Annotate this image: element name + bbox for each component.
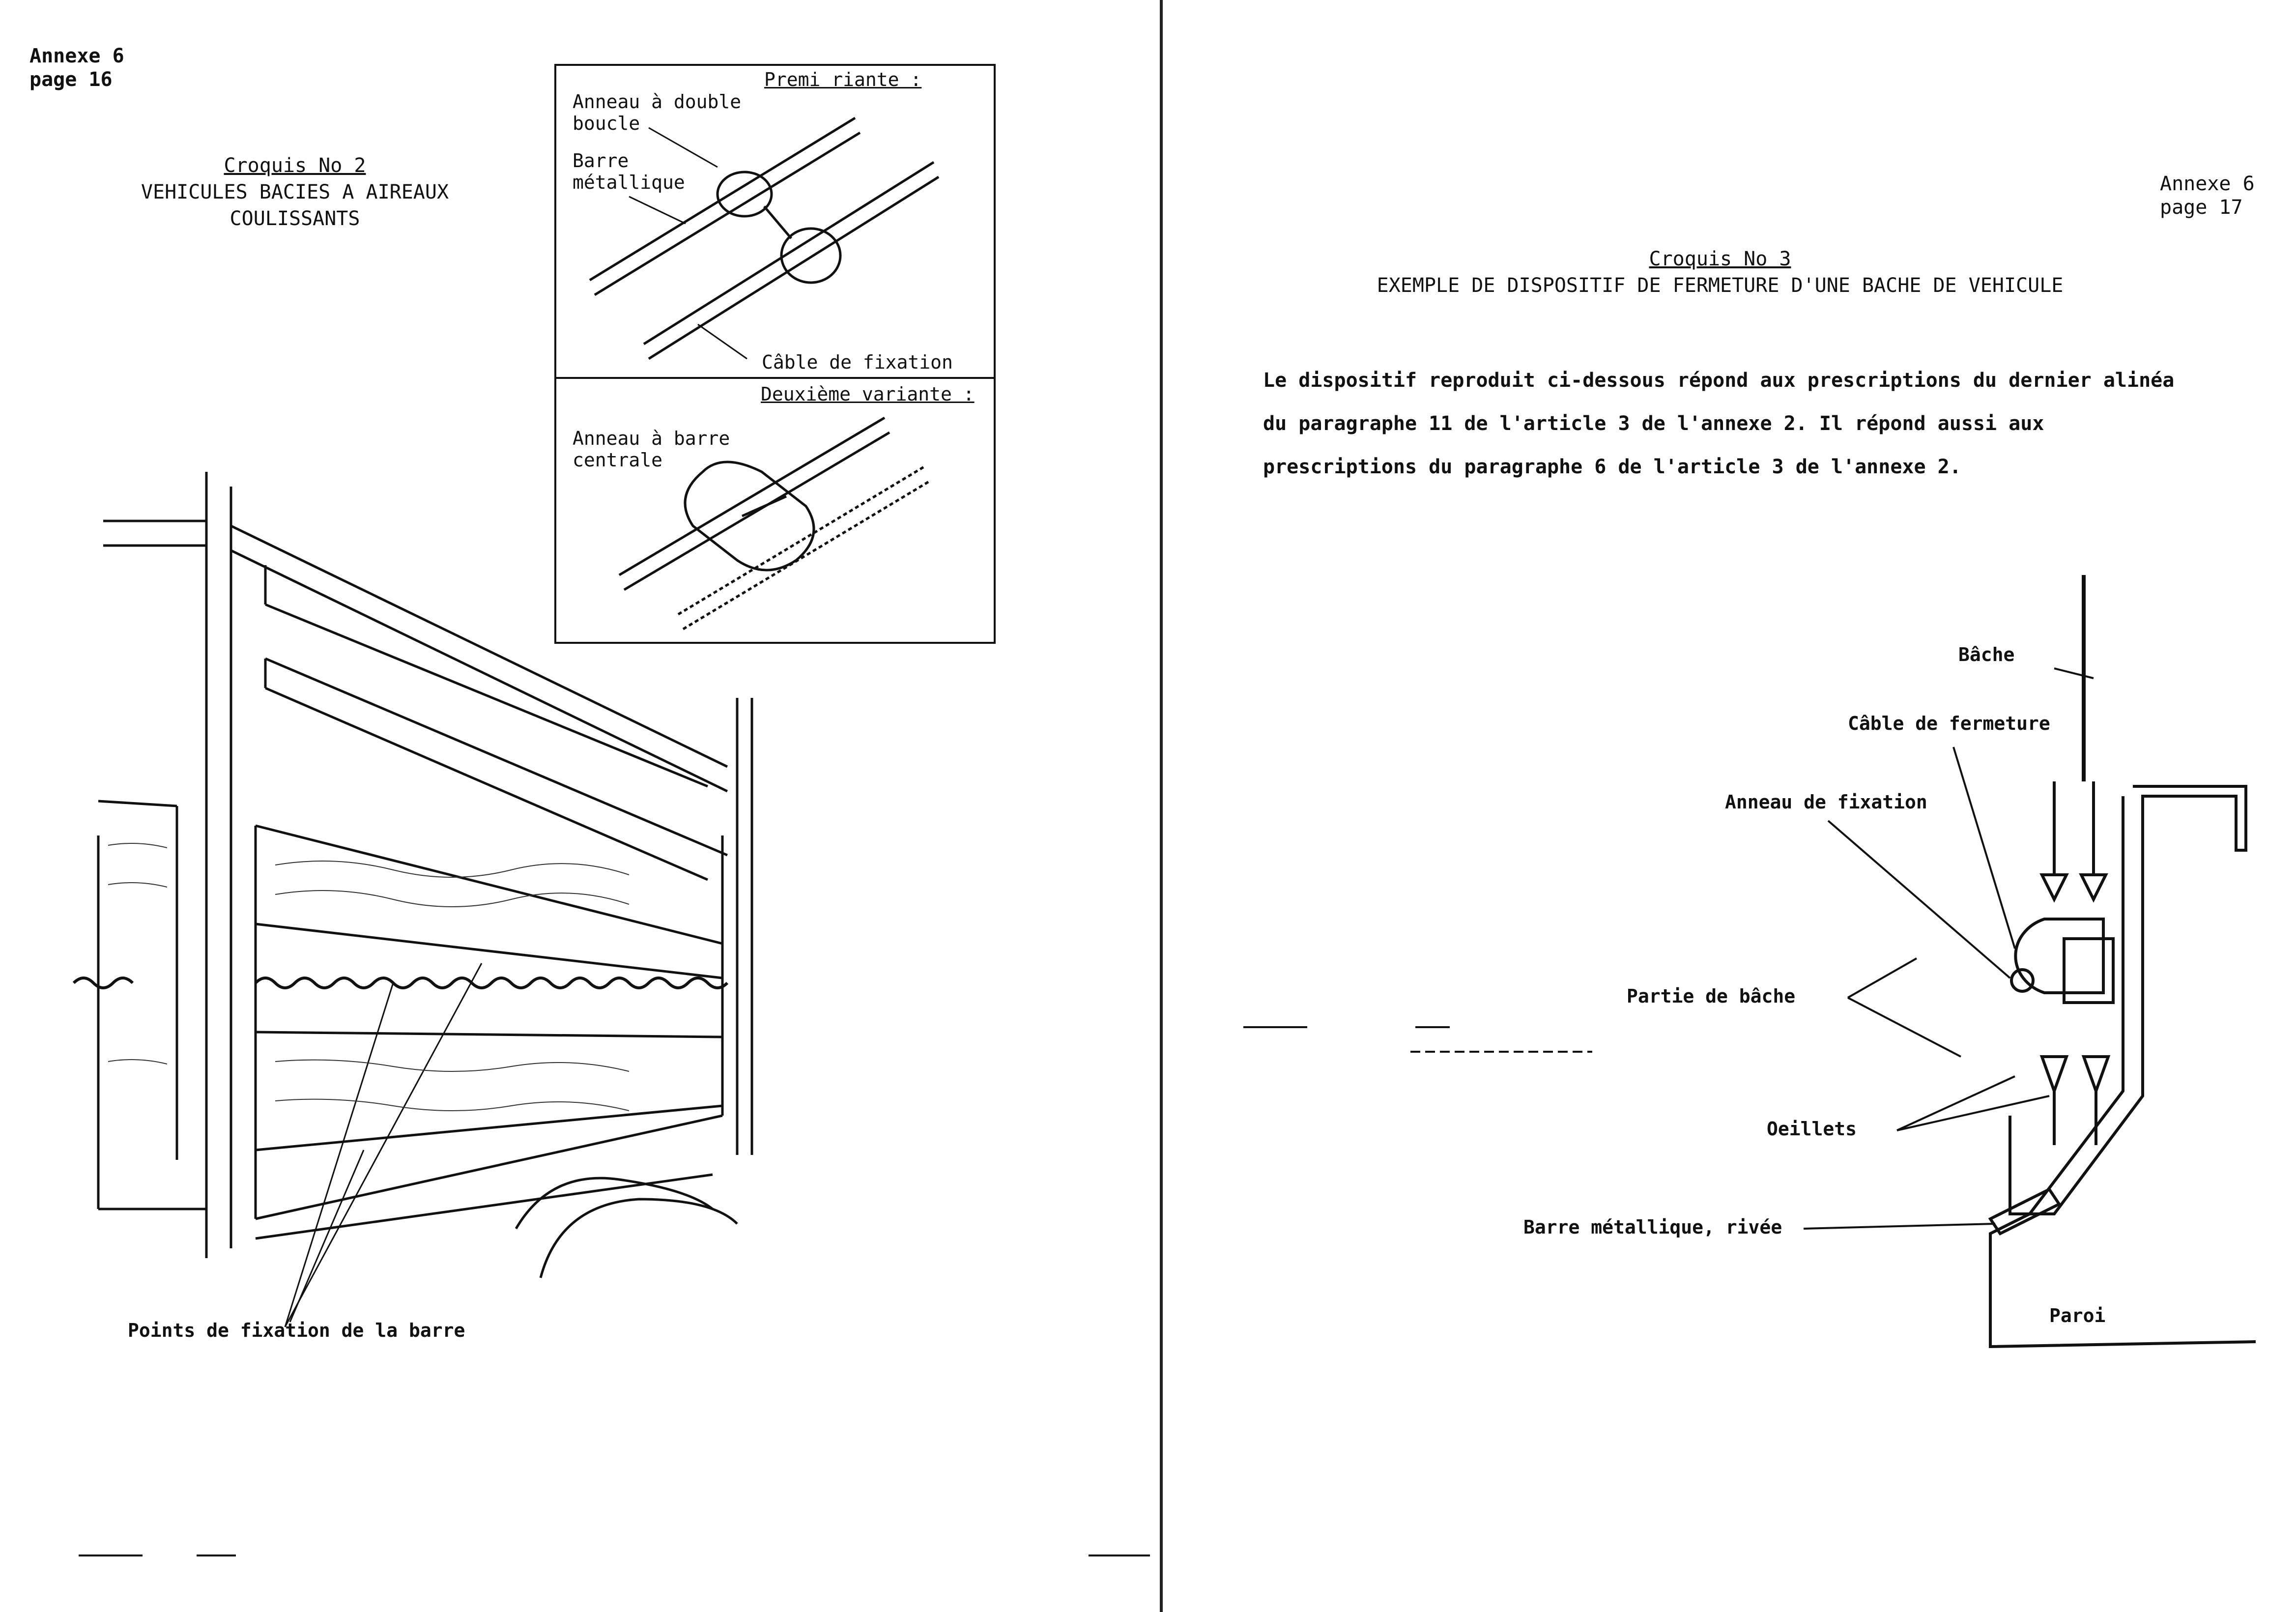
page-gutter	[1160, 0, 1163, 1612]
fixation-points-label: Points de fixation de la barre	[128, 1320, 465, 1341]
right-sketch-title-block: Croquis No 3 EXEMPLE DE DISPOSITIF DE FE…	[1376, 246, 2064, 299]
double-ring-label: Anneau à double boucle	[573, 91, 742, 134]
right-header-page: page 17	[2160, 196, 2243, 219]
left-header-page: page 16	[29, 68, 113, 91]
bar-ring-label: Anneau à barre centrale	[573, 428, 730, 471]
variant2-heading: Deuxième variante :	[761, 383, 975, 405]
left-sketch-subtitle: VEHICULES BACIES A AIREAUX COULISSANTS	[141, 181, 449, 230]
ring-variants-drawing	[589, 116, 940, 631]
left-page-header: Annexe 6 page 16	[29, 44, 124, 91]
left-sketch-title: Croquis No 2	[224, 154, 366, 177]
right-header-annex: Annexe 6	[2160, 173, 2255, 195]
metal-bar-label: Barre métallique	[573, 150, 685, 193]
inset-divider	[554, 377, 994, 379]
partie-bache-label: Partie de bâche	[1627, 985, 1796, 1007]
oeillets-label: Oeillets	[1767, 1118, 1857, 1140]
truck-body-drawing	[72, 472, 753, 1327]
bache-label: Bâche	[1958, 644, 2015, 665]
left-sketch-title-block: Croquis No 2 VEHICULES BACIES A AIREAUX …	[74, 152, 516, 232]
anneau-fixation-label: Anneau de fixation	[1725, 791, 1927, 813]
variant1-heading: Premi riante :	[764, 69, 922, 90]
right-sketch-subtitle: EXEMPLE DE DISPOSITIF DE FERMETURE D'UNE…	[1377, 274, 2064, 297]
right-page-header: Annexe 6 page 17	[2160, 172, 2255, 219]
barre-rivee-label: Barre métallique, rivée	[1523, 1216, 1782, 1238]
variants-inset-box	[554, 64, 996, 644]
cable-label: Câble de fixation	[762, 351, 953, 373]
right-paragraph: Le dispositif reproduit ci-dessous répon…	[1263, 369, 2175, 478]
left-page-bottom-rules	[79, 1554, 1150, 1556]
chain-drawing	[72, 977, 729, 989]
left-header-annex: Annexe 6	[29, 45, 124, 67]
cable-fermeture-label: Câble de fermeture	[1848, 713, 2050, 734]
right-sketch-title: Croquis No 3	[1649, 248, 1791, 270]
left-page: Annexe 6 page 16 Croquis No 2 VEHICULES …	[29, 44, 1150, 1556]
paroi-label: Paroi	[2049, 1305, 2106, 1326]
